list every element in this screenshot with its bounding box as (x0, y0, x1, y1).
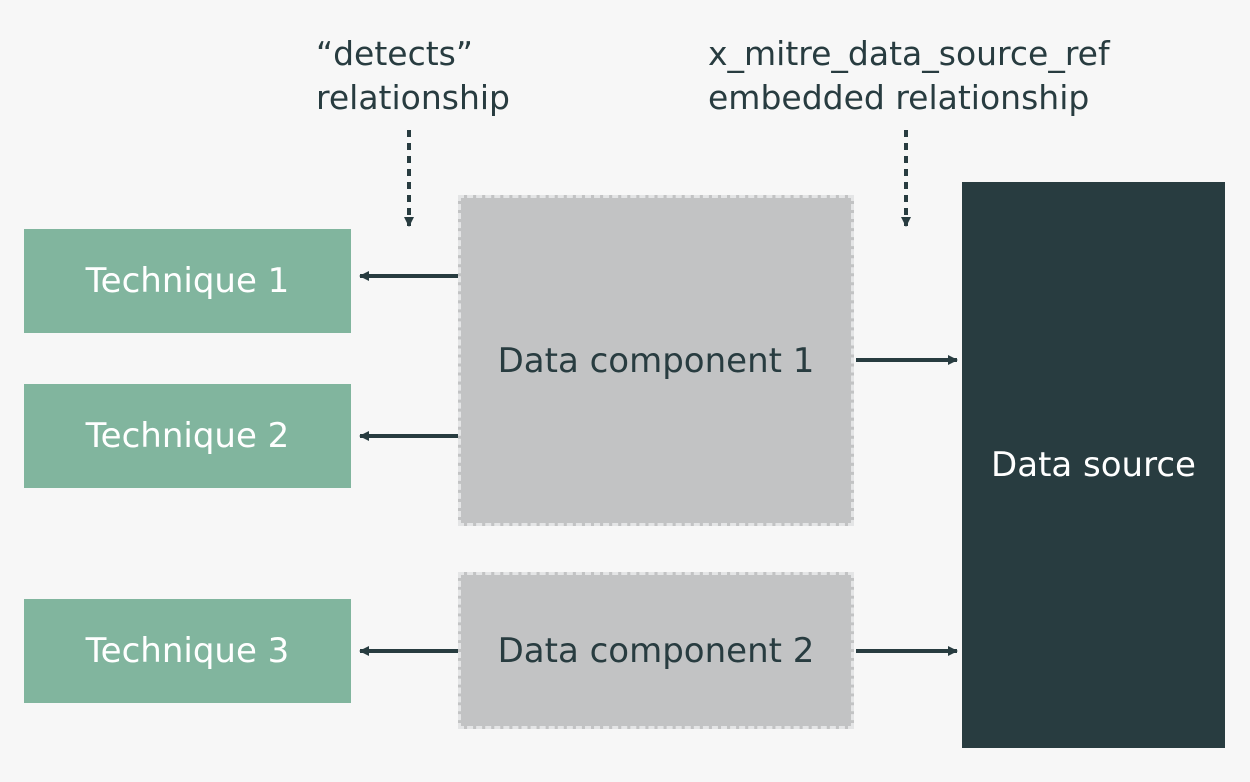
detects-label-line1: “detects” (316, 34, 473, 73)
data-source-box: Data source (962, 182, 1225, 748)
detects-relationship-label: “detects” relationship (316, 32, 510, 120)
technique-3-box: Technique 3 (24, 599, 351, 703)
data-component-1-box: Data component 1 (458, 195, 854, 526)
data-component-2-label: Data component 2 (497, 630, 815, 671)
technique-3-label: Technique 3 (85, 631, 290, 671)
technique-1-label: Technique 1 (85, 261, 290, 301)
technique-2-label: Technique 2 (85, 416, 290, 456)
embedded-relationship-label: x_mitre_data_source_ref embedded relatio… (708, 32, 1110, 120)
data-component-1-label: Data component 1 (497, 340, 815, 381)
embedded-label-line2: embedded relationship (708, 78, 1090, 117)
data-source-label: Data source (991, 445, 1196, 485)
detects-label-line2: relationship (316, 78, 510, 117)
technique-2-box: Technique 2 (24, 384, 351, 488)
embedded-label-line1: x_mitre_data_source_ref (708, 34, 1110, 73)
technique-1-box: Technique 1 (24, 229, 351, 333)
data-component-2-box: Data component 2 (458, 572, 854, 729)
